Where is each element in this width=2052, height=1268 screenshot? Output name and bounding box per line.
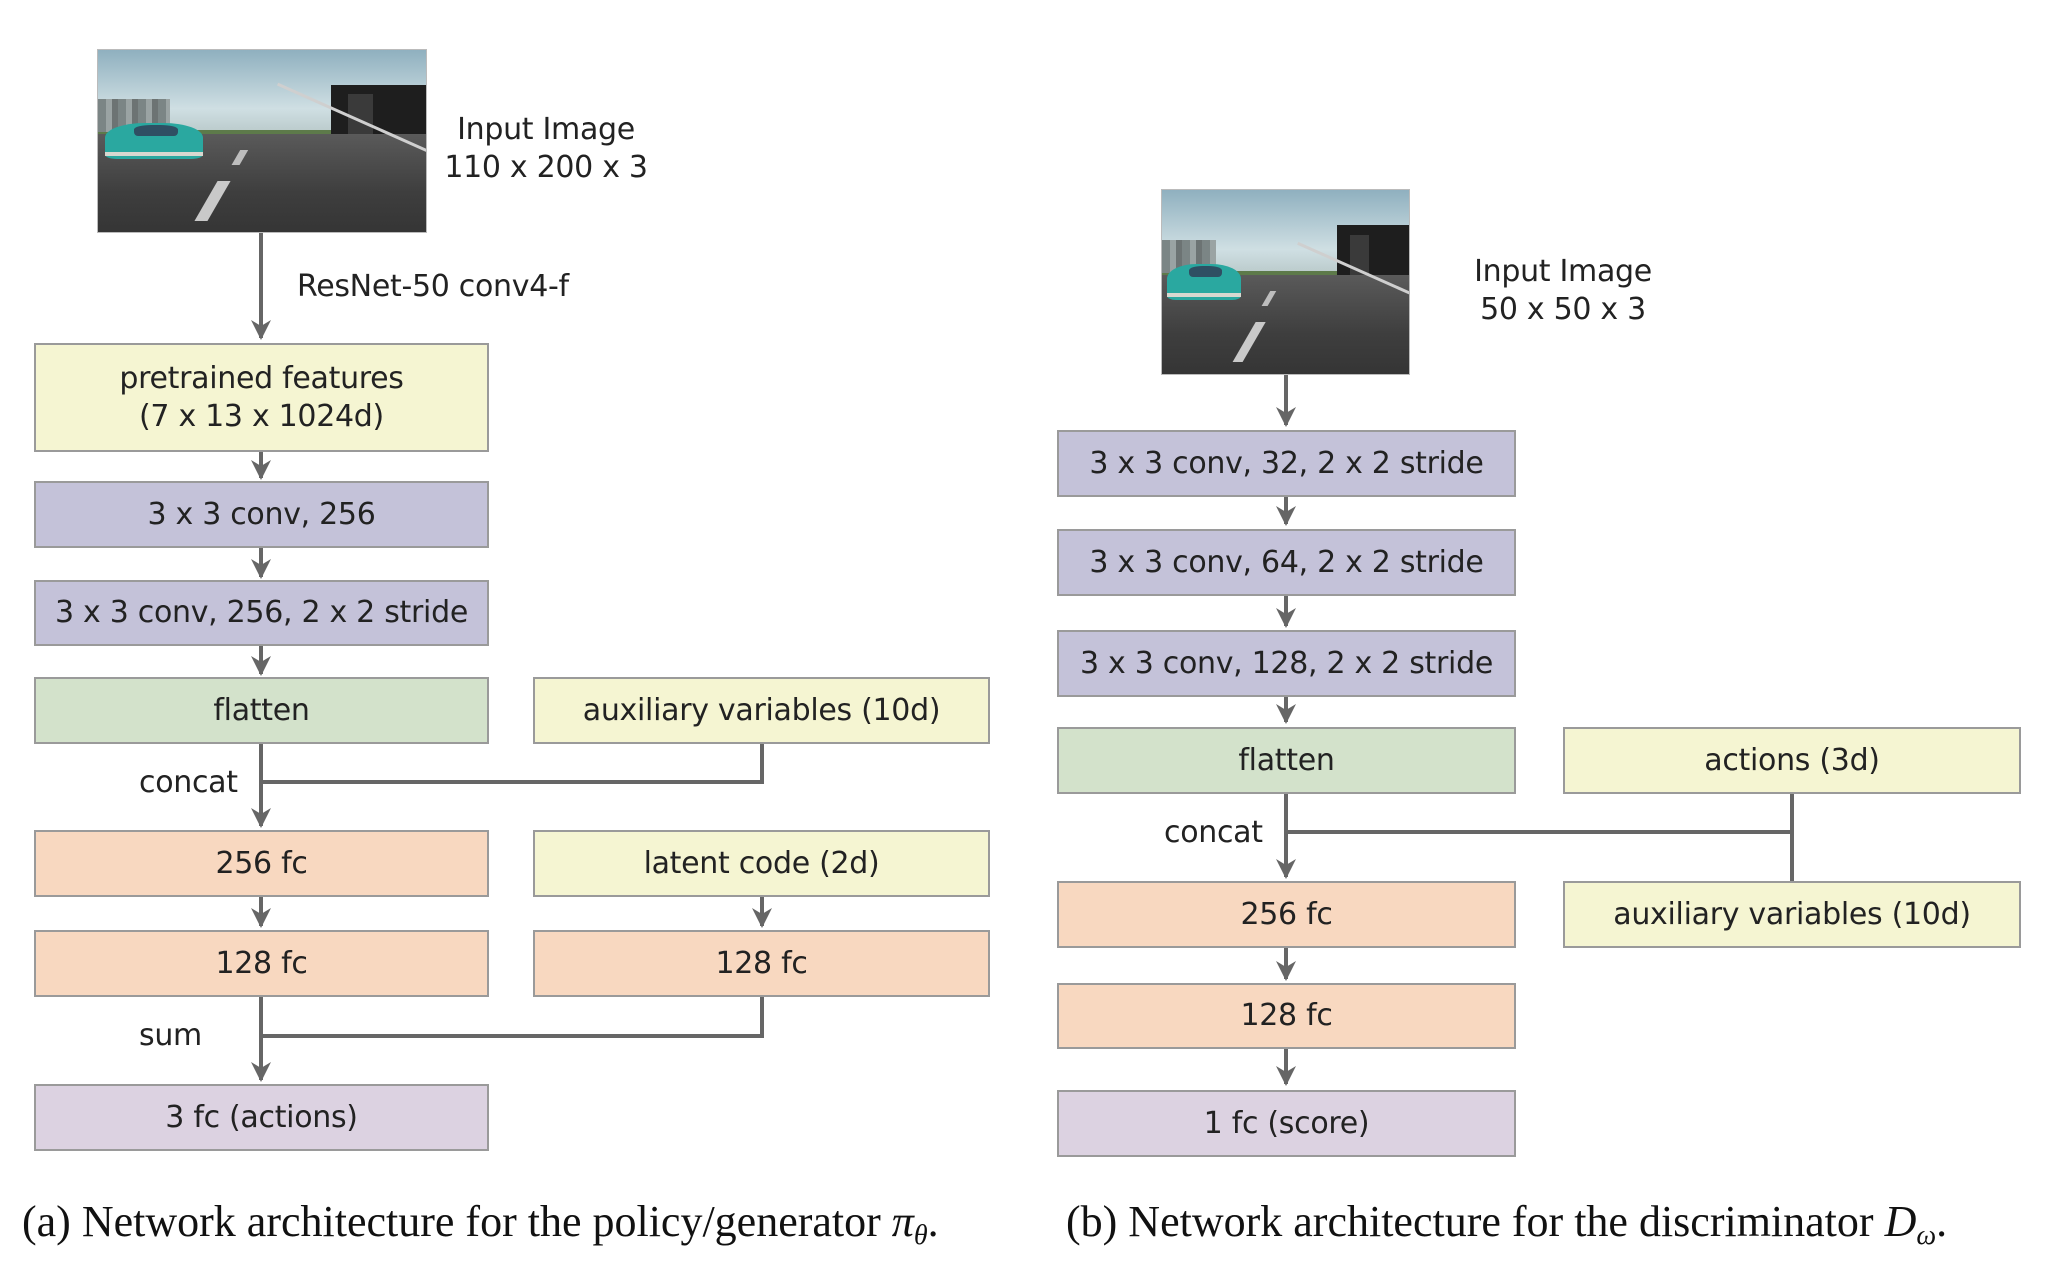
backbone-label: ResNet-50 conv4-f (297, 269, 569, 304)
conv-128-box: 3 x 3 conv, 128, 2 x 2 stride (1057, 630, 1516, 697)
input-image-b (1161, 189, 1410, 375)
car-icon (104, 122, 203, 160)
auxiliary-variables-box-a: auxiliary variables (10d) (533, 677, 990, 744)
flatten-box-b: flatten (1057, 727, 1516, 794)
input-label-title: Input Image (1474, 254, 1652, 289)
input-image-a (97, 49, 427, 233)
car-icon (1166, 263, 1242, 301)
fc-128-box-a: 128 fc (34, 930, 489, 997)
actions-input-box: actions (3d) (1563, 727, 2021, 794)
fc-128-box-b: 128 fc (1057, 983, 1516, 1049)
auxiliary-variables-box-b: auxiliary variables (10d) (1563, 881, 2021, 948)
sum-label: sum (139, 1018, 202, 1053)
score-output-box: 1 fc (score) (1057, 1090, 1516, 1157)
actions-output-box: 3 fc (actions) (34, 1084, 489, 1151)
concat-label-b: concat (1164, 815, 1263, 850)
latent-code-box: latent code (2d) (533, 830, 990, 897)
pi-symbol: π (891, 1197, 914, 1246)
pretrained-features-dims: (7 x 13 x 1024d) (139, 398, 384, 434)
input-label-dims: 50 x 50 x 3 (1480, 292, 1646, 327)
fc-256-box-a: 256 fc (34, 830, 489, 897)
pretrained-features-title: pretrained features (119, 360, 404, 396)
conv-256-box: 3 x 3 conv, 256 (34, 481, 489, 548)
latent-fc-128-box: 128 fc (533, 930, 990, 997)
d-symbol: D (1884, 1197, 1917, 1246)
conv-32-box: 3 x 3 conv, 32, 2 x 2 stride (1057, 430, 1516, 497)
flatten-box-a: flatten (34, 677, 489, 744)
wire-latent-fc128-to-sum (261, 997, 764, 1038)
input-label-title: Input Image (457, 112, 635, 147)
pretrained-features-box: pretrained features (7 x 13 x 1024d) (34, 343, 489, 452)
caption-a: (a) Network architecture for the policy/… (22, 1197, 939, 1251)
wire-aux-to-concat (261, 744, 764, 784)
input-label-dims: 110 x 200 x 3 (444, 150, 648, 185)
concat-label-a: concat (139, 765, 238, 800)
conv-64-box: 3 x 3 conv, 64, 2 x 2 stride (1057, 529, 1516, 596)
fc-256-box-b: 256 fc (1057, 881, 1516, 948)
caption-b: (b) Network architecture for the discrim… (1066, 1197, 1948, 1251)
conv-256-stride-box: 3 x 3 conv, 256, 2 x 2 stride (34, 580, 489, 646)
input-image-label-b: Input Image 50 x 50 x 3 (1474, 253, 1652, 329)
input-image-label-a: Input Image 110 x 200 x 3 (444, 111, 648, 187)
